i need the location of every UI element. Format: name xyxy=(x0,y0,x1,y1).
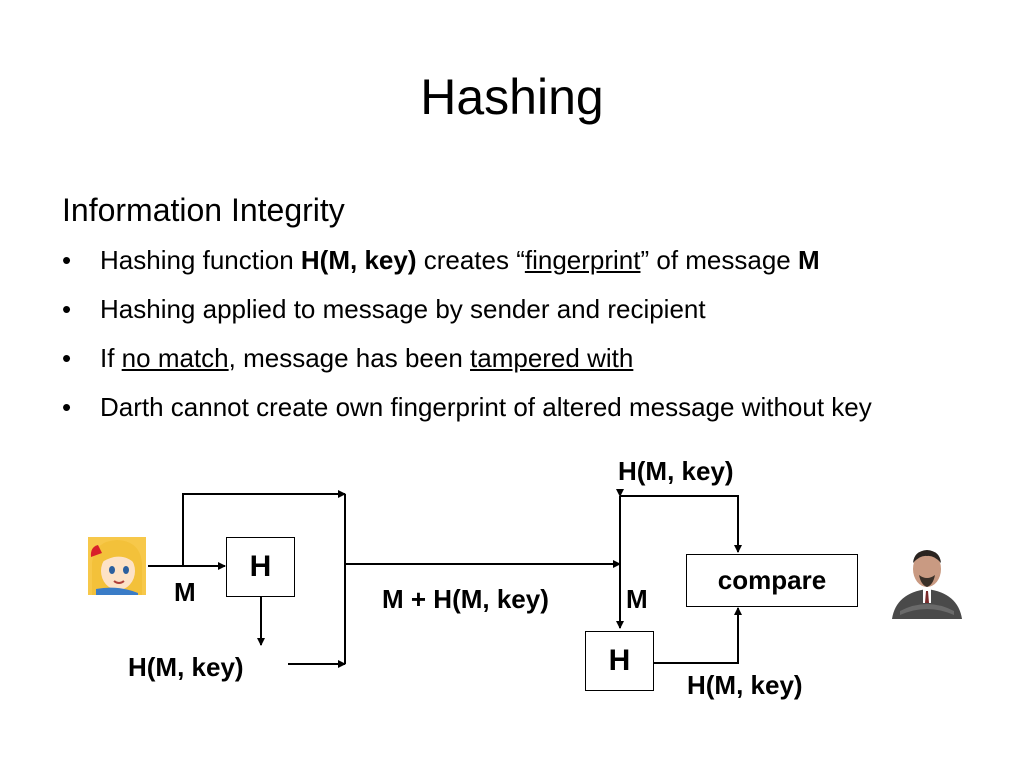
bullet-item: • Hashing function H(M, key) creates “fi… xyxy=(62,240,1002,281)
alice-avatar-icon xyxy=(88,537,146,595)
bullet-text-underlined: fingerprint xyxy=(524,245,641,275)
bullet-text: Darth cannot create own fingerprint of a… xyxy=(100,392,872,422)
bullet-text: ” of message xyxy=(640,245,798,275)
bullet-text-bold: M xyxy=(798,245,820,275)
arrow-m-branch xyxy=(182,490,346,566)
channel-label: M + H(M, key) xyxy=(382,584,549,614)
bullet-text: , message has been xyxy=(228,343,471,373)
bullet-item: • If no match, message has been tampered… xyxy=(62,338,1002,379)
received-hash-label: H(M, key) xyxy=(618,456,734,486)
darth-avatar-icon xyxy=(888,545,966,619)
bullet-text: creates “ xyxy=(416,245,525,275)
bullet-list: • Hashing function H(M, key) creates “fi… xyxy=(62,240,1002,436)
bullet-item: • Hashing applied to message by sender a… xyxy=(62,289,1002,330)
receiver-message-label: M xyxy=(626,584,648,614)
computed-hash-label: H(M, key) xyxy=(687,670,803,700)
receiver-hash-box: H xyxy=(585,631,654,691)
bullet-text: If xyxy=(100,343,122,373)
sender-hash-box: H xyxy=(226,537,295,597)
bullet-dot: • xyxy=(62,245,72,275)
slide-title: Hashing xyxy=(420,69,604,125)
bullet-dot: • xyxy=(62,343,72,373)
bullet-text-underlined: tampered with xyxy=(470,343,634,373)
bullet-dot: • xyxy=(62,294,72,324)
bullet-text-bold: H(M, key) xyxy=(300,245,417,275)
section-heading: Information Integrity xyxy=(62,192,345,228)
bullet-item: • Darth cannot create own fingerprint of… xyxy=(62,387,1002,428)
arrow-computed-hash-to-compare xyxy=(654,607,742,664)
bullet-text-underlined: no match xyxy=(121,343,229,373)
compare-box: compare xyxy=(686,554,858,607)
bullet-dot: • xyxy=(62,392,72,422)
sender-hash-output-label: H(M, key) xyxy=(128,652,244,682)
arrow-received-hash-to-compare xyxy=(620,495,742,553)
sender-message-label: M xyxy=(174,577,196,607)
bullet-text: Hashing function xyxy=(100,245,301,275)
bullet-text: Hashing applied to message by sender and… xyxy=(100,294,706,324)
